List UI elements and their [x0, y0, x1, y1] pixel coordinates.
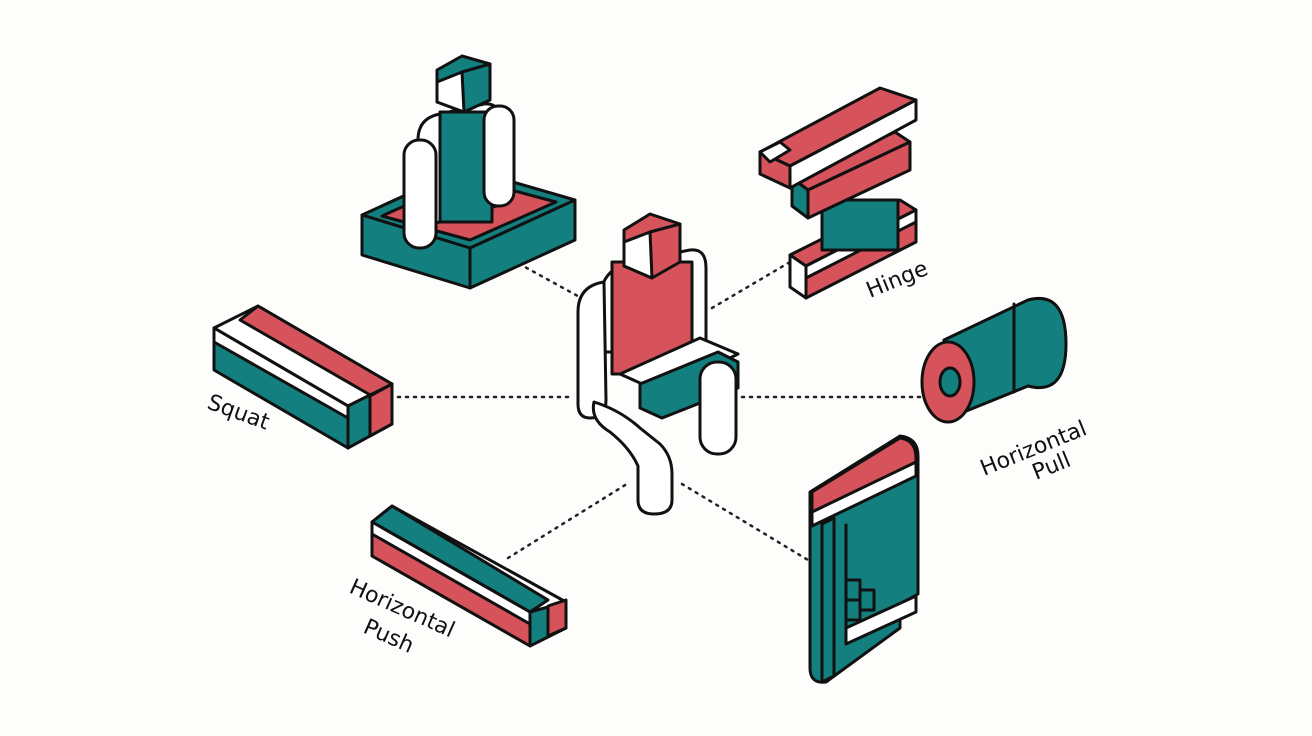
horizontal-push-bar-icon	[370, 504, 568, 648]
horizontal-pull-cylinder-icon	[920, 297, 1068, 424]
connector-bottom-left	[506, 480, 632, 560]
connector-bottom-right	[680, 482, 810, 562]
squat-block-icon	[212, 304, 394, 450]
horizontal-pull-panel-icon	[808, 434, 920, 684]
connector-top-right	[710, 260, 792, 310]
hinge-blocks-icon	[758, 86, 918, 300]
seated-figure-icon	[576, 212, 740, 516]
figure-on-platform-icon	[360, 54, 577, 290]
